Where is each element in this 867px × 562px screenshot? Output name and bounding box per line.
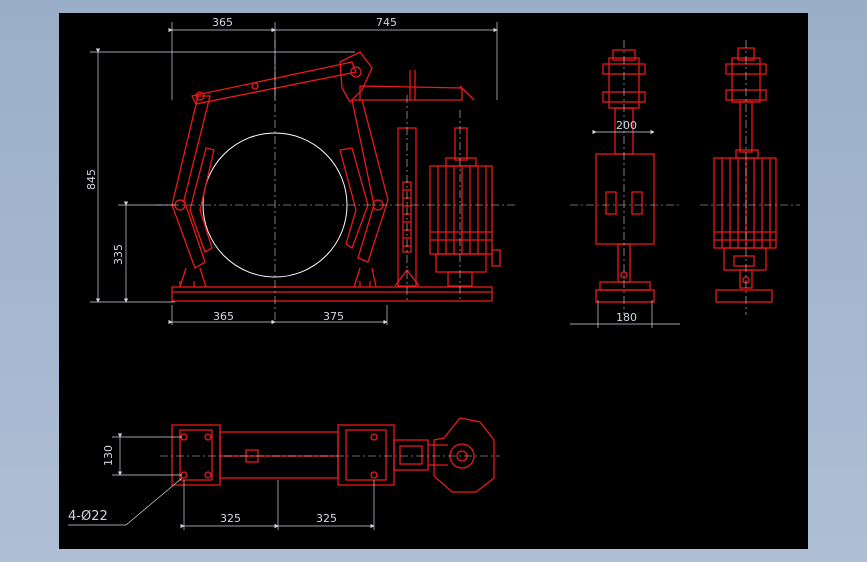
left-brake-arm — [171, 95, 211, 269]
dim-bottom-right: 375 — [323, 310, 344, 323]
side-view-right — [713, 47, 777, 303]
dim-top-left: 365 — [212, 16, 233, 29]
dim-holes: 4-Ø22 — [68, 509, 108, 524]
dim-height-total: 845 — [85, 169, 98, 190]
thruster-plan — [433, 417, 495, 493]
cad-drawing-sheet: 365 745 845 335 365 375 200 180 — [59, 13, 808, 549]
dim-height-center: 335 — [112, 244, 125, 265]
top-lever — [191, 61, 357, 105]
lever-head — [339, 51, 373, 104]
front-view — [171, 51, 501, 302]
hydraulic-thruster — [429, 127, 501, 287]
dim-plan-right: 325 — [316, 512, 337, 525]
right-brake-arm — [351, 99, 389, 263]
dim-bottom-left: 365 — [213, 310, 234, 323]
front-dimensions — [90, 22, 498, 325]
dim-plan-left: 325 — [220, 512, 241, 525]
side-view-left — [595, 49, 655, 303]
plan-dimensions — [68, 433, 375, 530]
base-plate — [171, 286, 493, 302]
dim-top-right: 745 — [376, 16, 397, 29]
dim-plan-height: 130 — [102, 445, 115, 466]
plan-view — [171, 417, 495, 493]
dim-side-top: 200 — [616, 119, 637, 132]
dim-side-bottom: 180 — [616, 311, 637, 324]
